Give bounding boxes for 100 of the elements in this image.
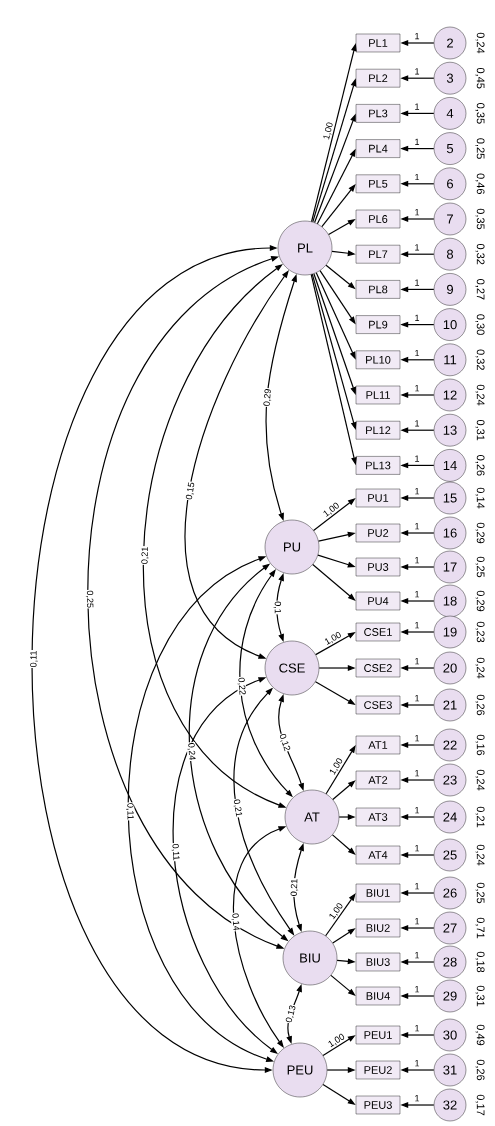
indicator-box: BIU1 xyxy=(355,883,401,903)
variance-label: 0,30 xyxy=(475,314,485,335)
indicator-box: BIU4 xyxy=(355,986,401,1006)
edge-label: 1 xyxy=(415,770,420,777)
variance-label: 0,26 xyxy=(475,455,485,476)
indicator-box: AT2 xyxy=(355,770,401,790)
variance-label: 0,26 xyxy=(475,1059,485,1081)
edge-label: 1 xyxy=(415,1095,420,1102)
variance-label: 0,29 xyxy=(475,590,485,612)
indicator-box: PL6 xyxy=(355,209,401,229)
indicator-box: BIU3 xyxy=(355,952,401,972)
variance-label: 0,71 xyxy=(475,917,485,939)
indicator-box: PU1 xyxy=(355,488,401,508)
variance-label: 0,18 xyxy=(475,951,485,973)
covariance-arrow xyxy=(173,677,278,1054)
variance-label: 0,24 xyxy=(475,32,485,54)
edge-label: 1 xyxy=(415,1060,420,1067)
indicator-box: PL8 xyxy=(355,280,401,299)
covariance-arrow xyxy=(184,270,289,659)
indicator-box: PEU1 xyxy=(355,1025,401,1045)
loading-arrow xyxy=(325,893,356,937)
edge-label: 1 xyxy=(415,138,420,145)
variance-label: 0,26 xyxy=(475,694,485,716)
edge-label: 0,25 xyxy=(85,589,95,609)
variance-label: 0,35 xyxy=(475,208,485,230)
edge-label: 1 xyxy=(415,173,420,181)
variance-label: 0,25 xyxy=(475,882,485,904)
edge-label: 1 xyxy=(415,488,420,495)
indicator-box: CSE1 xyxy=(355,622,401,642)
edge-label: 1 xyxy=(415,1025,420,1032)
variance-label: 0,32 xyxy=(475,243,485,265)
indicator-box: CSE2 xyxy=(355,658,401,678)
edge-label: 1 xyxy=(415,591,420,598)
variance-label: 0,49 xyxy=(475,1024,485,1046)
indicator-box: PU3 xyxy=(355,557,401,577)
edge-label: 1,00 xyxy=(322,630,344,647)
variance-label: 0,25 xyxy=(475,556,485,578)
variance-label: 0,14 xyxy=(475,487,485,509)
indicator-box: AT1 xyxy=(355,735,401,755)
edge-label: 0,13 xyxy=(284,1003,298,1025)
indicator-box: PL1 xyxy=(355,33,401,53)
edge-label: 1 xyxy=(415,279,420,286)
edge-label: 0,1 xyxy=(273,600,282,615)
variance-label: 0,21 xyxy=(475,806,485,828)
indicator-box: PL11 xyxy=(355,385,401,405)
edge-label: 1 xyxy=(415,349,420,357)
variance-label: 0,46 xyxy=(475,173,485,194)
indicator-box: PL7 xyxy=(355,245,401,264)
edge-label: 0,21 xyxy=(140,546,150,565)
edge-label: 0,22 xyxy=(236,676,247,696)
variance-label: 0,24 xyxy=(475,657,485,679)
indicator-box: PL2 xyxy=(355,69,401,88)
variance-label: 0,16 xyxy=(475,734,485,756)
variance-label: 0,24 xyxy=(475,384,485,406)
edge-label: 1 xyxy=(415,455,420,462)
edge-label: 1 xyxy=(415,807,420,814)
edge-label: 1 xyxy=(415,883,420,890)
indicator-box: PL12 xyxy=(355,421,401,440)
edge-label: 1 xyxy=(415,314,420,321)
indicator-box: PL5 xyxy=(355,174,401,193)
edge-label: 1 xyxy=(415,845,420,852)
variance-label: 0,31 xyxy=(475,985,485,1007)
variance-label: 0,24 xyxy=(475,769,485,791)
indicator-box: PL10 xyxy=(355,350,401,369)
edge-label: 1,00 xyxy=(321,500,342,519)
variance-label: 0,23 xyxy=(475,621,485,643)
edge-label: 0,12 xyxy=(277,732,292,753)
edge-label: 1 xyxy=(415,244,420,251)
variance-label: 0,32 xyxy=(475,349,485,370)
edge-label: 0,11 xyxy=(170,842,181,862)
edge-label: 1 xyxy=(415,385,420,392)
edge-label: 1 xyxy=(415,209,420,216)
edge-label: 1,00 xyxy=(326,1032,347,1050)
edge-label: 0,14 xyxy=(230,912,241,932)
edge-label: 0,11 xyxy=(125,802,135,821)
indicator-box: AT4 xyxy=(355,845,401,865)
indicator-box: CSE3 xyxy=(355,695,401,715)
edge-label: 1 xyxy=(415,918,420,925)
variance-label: 0,27 xyxy=(475,279,485,300)
variance-label: 0,45 xyxy=(475,67,485,89)
indicator-box: PL13 xyxy=(355,456,401,475)
variance-label: 0,24 xyxy=(475,844,485,866)
indicator-box: PU2 xyxy=(355,523,401,543)
edge-label: 1 xyxy=(415,952,420,959)
indicator-box: PL9 xyxy=(355,315,401,334)
edge-label: 1 xyxy=(415,658,420,665)
variance-label: 0,31 xyxy=(475,419,485,441)
indicator-box: PEU2 xyxy=(355,1060,401,1080)
variance-label: 0,25 xyxy=(475,138,485,159)
edge-label: 1 xyxy=(415,33,420,40)
indicator-box: PL3 xyxy=(355,104,401,123)
indicator-box: PL4 xyxy=(355,139,401,158)
edge-label: 1 xyxy=(415,523,420,530)
edge-label: 1 xyxy=(415,695,420,702)
edge-label: 0,11 xyxy=(29,649,39,669)
variance-label: 0,29 xyxy=(475,522,485,544)
variance-label: 0,35 xyxy=(475,103,485,124)
edge-label: 1,00 xyxy=(322,121,335,141)
indicator-box: PEU3 xyxy=(355,1095,401,1115)
edge-label: 0,21 xyxy=(289,878,300,897)
